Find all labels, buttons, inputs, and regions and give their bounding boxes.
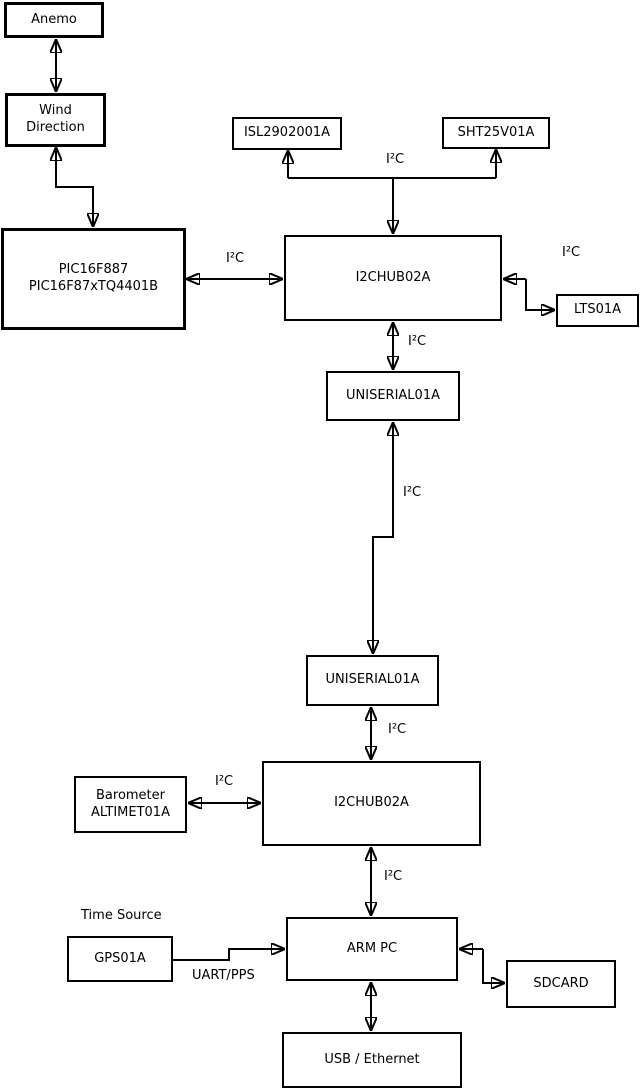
node-arm-pc: ARM PC (286, 917, 458, 981)
node-wind-direction-line2: Direction (26, 120, 85, 135)
edge-label-i2c-hub1-lts: I²C (562, 245, 581, 260)
time-source-label: Time Source (81, 908, 162, 923)
node-lts01a: LTS01A (556, 294, 639, 327)
edge-armpc-sdcard (482, 949, 504, 983)
node-gps01a-label: GPS01A (94, 950, 146, 966)
node-usb-ethernet: USB / Ethernet (282, 1032, 462, 1088)
node-uniserial01a-upper-label: UNISERIAL01A (346, 387, 440, 403)
node-wind-direction-line1: Wind (39, 103, 72, 119)
node-uniserial01a-upper: UNISERIAL01A (326, 371, 460, 421)
node-i2chub02a-lower: I2CHUB02A (262, 761, 481, 846)
edge-label-i2c-hub2-armpc: I²C (384, 869, 403, 884)
node-pic16f887-line2: PIC16F87xTQ4401B (28, 279, 159, 294)
node-isl2902001a: ISL2902001A (232, 117, 342, 150)
node-sdcard: SDCARD (506, 960, 616, 1008)
edge-label-i2c-barometer-hub2: I²C (215, 774, 234, 789)
node-i2chub02a-lower-label: I2CHUB02A (334, 795, 409, 811)
edge-label-i2c-sensors: I²C (386, 152, 405, 167)
node-sht25v01a-label: SHT25V01A (457, 124, 535, 140)
node-sht25v01a: SHT25V01A (442, 117, 550, 149)
node-lts01a-label: LTS01A (573, 302, 622, 318)
node-anemo-label: Anemo (31, 11, 77, 27)
node-barometer-line1: Barometer (96, 787, 165, 803)
node-pic16f887-line1: PIC16F887 (58, 262, 129, 278)
node-i2chub02a-upper: I2CHUB02A (284, 235, 502, 321)
node-gps01a: GPS01A (67, 936, 173, 982)
edge-label-i2c-hub1-uniserial1: I²C (408, 334, 427, 349)
uart-pps-label: UART/PPS (192, 968, 255, 983)
edge-label-i2c-uniserial2-hub2: I²C (388, 722, 407, 737)
edge-label-i2c-pic-hub1: I²C (226, 251, 245, 266)
edge-uniserial1-uniserial2 (373, 423, 393, 653)
node-uniserial01a-lower-label: UNISERIAL01A (325, 672, 420, 688)
node-isl2902001a-label: ISL2902001A (243, 125, 331, 141)
node-pic16f887: PIC16F887 PIC16F87xTQ4401B (1, 228, 186, 330)
node-barometer-altimet01a: Barometer ALTIMET01A (74, 776, 187, 833)
node-arm-pc-label: ARM PC (346, 940, 398, 956)
node-usb-ethernet-label: USB / Ethernet (324, 1051, 420, 1067)
node-i2chub02a-upper-label: I2CHUB02A (355, 269, 431, 285)
edge-label-i2c-uniserial-link: I²C (403, 485, 422, 500)
edge-wind-pic (56, 148, 93, 226)
node-wind-direction: Wind Direction (5, 93, 106, 147)
edge-hub1-lts (525, 279, 554, 310)
node-anemo: Anemo (4, 2, 104, 38)
edge-gps-armpc (173, 949, 284, 961)
node-barometer-line2: ALTIMET01A (91, 804, 170, 820)
node-sdcard-label: SDCARD (533, 975, 589, 991)
node-uniserial01a-lower: UNISERIAL01A (306, 655, 439, 706)
